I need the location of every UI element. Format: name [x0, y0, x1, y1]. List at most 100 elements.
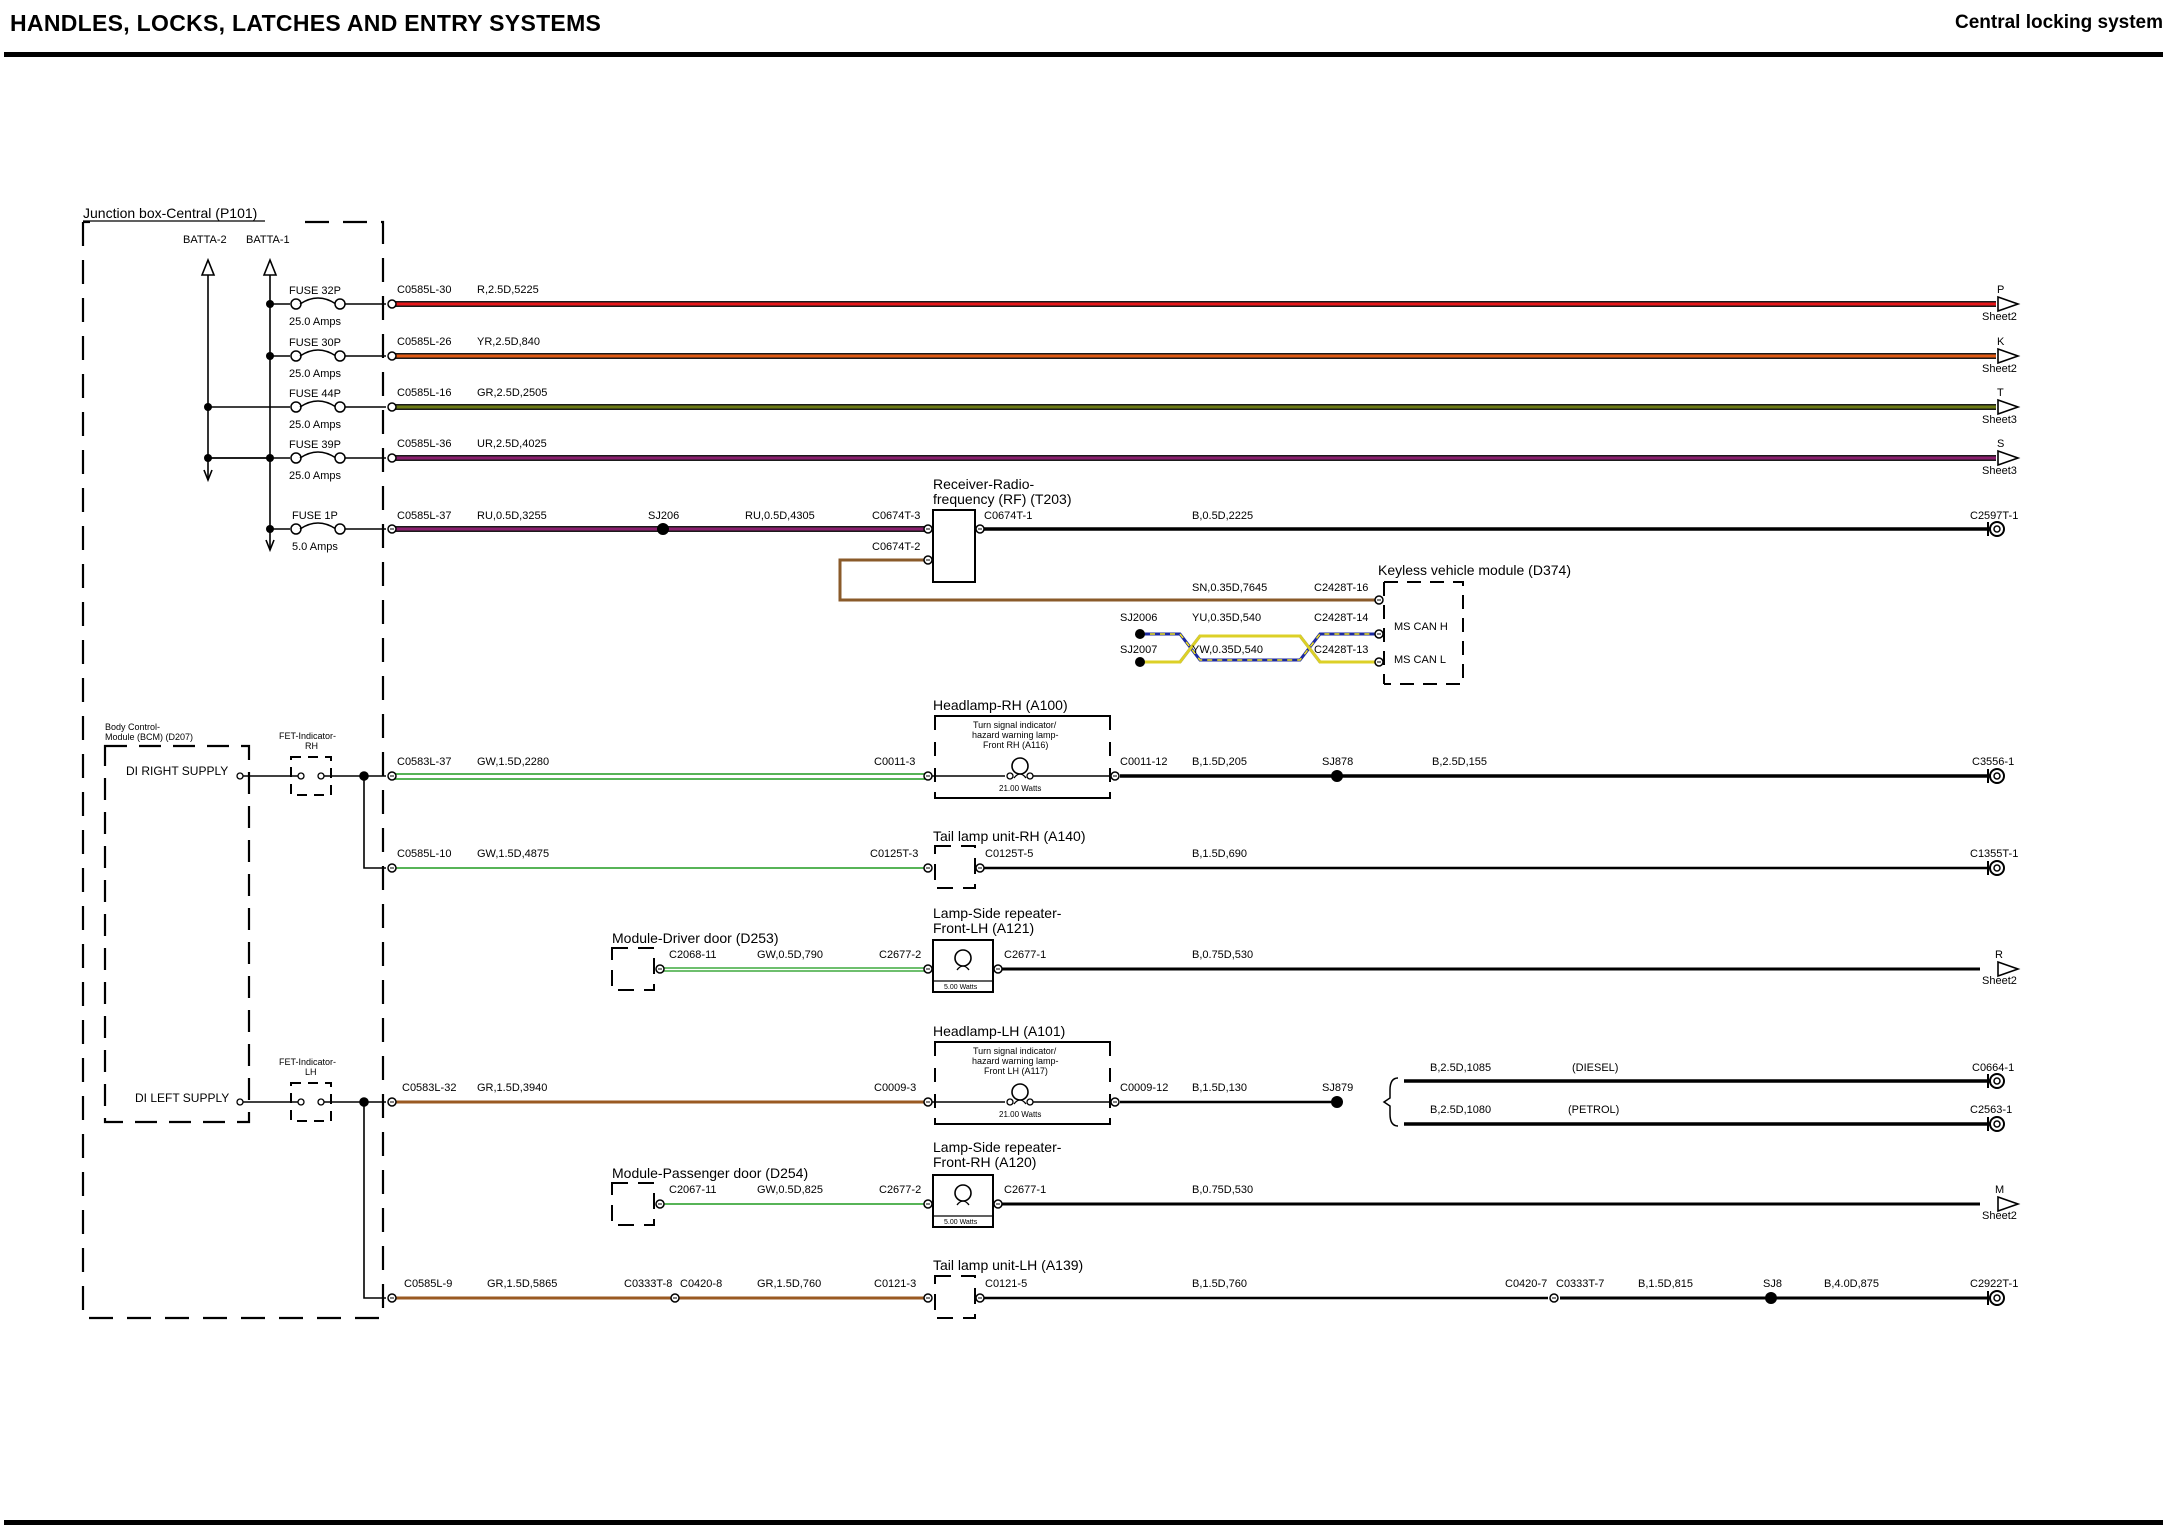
fuse-1p-rating: 5.0 Amps — [292, 541, 338, 553]
tail-lh-wire-3: B,1.5D,815 — [1638, 1278, 1693, 1290]
driver-door-out-wire: B,0.75D,530 — [1192, 949, 1253, 961]
headlamp-lh-out-wire: B,1.5D,130 — [1192, 1082, 1247, 1094]
driver-door-lamp-1: Lamp-Side repeater- — [933, 905, 1062, 921]
headlamp-rh-ground: C3556-1 — [1972, 756, 2014, 768]
passenger-door-out-wire: B,0.75D,530 — [1192, 1184, 1253, 1196]
headlamp-lh-splice: SJ879 — [1322, 1082, 1353, 1094]
headlamp-lh-petrol-ground: C2563-1 — [1970, 1104, 2012, 1116]
rf-pin-1: C0674T-1 — [984, 510, 1032, 522]
bcm-label-1: Body Control- — [105, 722, 160, 732]
fuse-1p-label: FUSE 1P — [292, 510, 338, 522]
headlamp-rh-circuit — [392, 715, 1990, 799]
rf-ground-c2597t-1: C2597T-1 — [1970, 510, 2018, 522]
keyless-ms-can-l: MS CAN L — [1394, 654, 1446, 666]
tail-lh-pin-in: C0121-3 — [874, 1278, 916, 1290]
tail-lh-wire-4: B,4.0D,875 — [1824, 1278, 1879, 1290]
tail-rh-label: Tail lamp unit-RH (A140) — [933, 828, 1086, 844]
passenger-door-watts: 5.00 Watts — [944, 1219, 978, 1226]
passenger-door-wire: GW,0.5D,825 — [757, 1184, 823, 1196]
keyless-ms-can-h: MS CAN H — [1394, 621, 1448, 633]
feed-dest-0: P — [1997, 284, 2004, 296]
keyless-pin-13: C2428T-13 — [1314, 644, 1368, 656]
rf-pin-2: C0674T-2 — [872, 541, 920, 553]
bcm-outline — [103, 744, 251, 1124]
feed-wire-label-1: YR,2.5D,840 — [477, 336, 540, 348]
fet-lh-label-2: LH — [305, 1067, 317, 1077]
headlamp-lh-pin-in: C0009-3 — [874, 1082, 916, 1094]
fuse-30p-label: FUSE 30P — [289, 337, 341, 349]
driver-door-pin-in: C2677-2 — [879, 949, 921, 961]
driver-door-module: Module-Driver door (D253) — [612, 930, 779, 946]
headlamp-rh-lamp-2: hazard warning lamp- — [972, 730, 1059, 740]
rf-receiver-label-2: frequency (RF) (T203) — [933, 491, 1071, 507]
tail-rh-in-connector: C0585L-10 — [397, 848, 451, 860]
passenger-door-module: Module-Passenger door (D254) — [612, 1165, 808, 1181]
tail-lh-circuit — [392, 1275, 1990, 1319]
supply-batta-2: BATTA-2 — [183, 234, 227, 246]
keyless-wire-14: YU,0.35D,540 — [1192, 612, 1261, 624]
rf-in-wire: RU,0.5D,3255 — [477, 510, 547, 522]
tail-rh-out-wire: B,1.5D,690 — [1192, 848, 1247, 860]
headlamp-rh-pin-in: C0011-3 — [874, 756, 915, 768]
tail-lh-out-wire: B,1.5D,760 — [1192, 1278, 1247, 1290]
fuse-32p-label: FUSE 32P — [289, 285, 341, 297]
rf-receiver-circuit — [392, 509, 1990, 602]
keyless-pin-14: C2428T-14 — [1314, 612, 1368, 624]
page-title: HANDLES, LOCKS, LATCHES AND ENTRY SYSTEM… — [10, 10, 602, 36]
feed-connector-3: C0585L-36 — [397, 438, 451, 450]
headlamp-rh-watts: 21.00 Watts — [999, 784, 1041, 793]
tail-lh-conn-a: C0333T-8 — [624, 1278, 672, 1290]
passenger-door-lamp-1: Lamp-Side repeater- — [933, 1139, 1062, 1155]
bcm-di-right-supply: DI RIGHT SUPPLY — [126, 764, 228, 778]
tail-lh-conn-c: C0420-7 — [1505, 1278, 1547, 1290]
fuse-30p-row — [266, 349, 386, 362]
tail-lh-label: Tail lamp unit-LH (A139) — [933, 1257, 1083, 1273]
fet-lh-label-1: FET-Indicator- — [279, 1057, 336, 1067]
tail-lh-pin-out: C0121-5 — [985, 1278, 1027, 1290]
headlamp-rh-out-wire-1: B,1.5D,205 — [1192, 756, 1247, 768]
tail-lh-conn-d: C0333T-7 — [1556, 1278, 1604, 1290]
passenger-door-pin-out: C2677-1 — [1004, 1184, 1046, 1196]
header-rule — [4, 52, 2163, 57]
feed-pin-1 — [387, 351, 397, 361]
indicator-branches — [359, 771, 386, 1299]
feed-wire-label-2: GR,2.5D,2505 — [477, 387, 547, 399]
headlamp-rh-label: Headlamp-RH (A100) — [933, 697, 1068, 713]
keyless-wire-16: SN,0.35D,7645 — [1192, 582, 1267, 594]
tail-lh-splice: SJ8 — [1763, 1278, 1782, 1290]
feed-arrow-0 — [1997, 295, 2021, 313]
driver-door-lamp-2: Front-LH (A121) — [933, 920, 1034, 936]
headlamp-lh-lamp-2: hazard warning lamp- — [972, 1056, 1059, 1066]
fuse-1p-row — [266, 522, 386, 535]
feed-sheet-1: Sheet2 — [1982, 363, 2017, 375]
feed-pin-2 — [387, 402, 397, 412]
junction-box-label: Junction box-Central (P101) — [83, 205, 257, 221]
tail-rh-in-wire: GW,1.5D,4875 — [477, 848, 549, 860]
driver-door-conn: C2068-11 — [669, 949, 717, 961]
feed-arrow-1 — [1997, 347, 2021, 365]
headlamp-rh-lamp-1: Turn signal indicator/ — [973, 720, 1057, 730]
feed-dest-2: T — [1997, 387, 2004, 399]
driver-door-sheet: Sheet2 — [1982, 975, 2017, 987]
driver-door-wire: GW,0.5D,790 — [757, 949, 823, 961]
passenger-door-sheet: Sheet2 — [1982, 1210, 2017, 1222]
fuse-39p-rating: 25.0 Amps — [289, 470, 341, 482]
feed-sheet-2: Sheet3 — [1982, 414, 2017, 426]
fuse-44p-label: FUSE 44P — [289, 388, 341, 400]
fuse-44p-row — [204, 400, 386, 413]
rf-receiver-label-1: Receiver-Radio- — [933, 476, 1034, 492]
fet-rh — [236, 756, 364, 796]
tail-rh-ground: C1355T-1 — [1970, 848, 2018, 860]
headlamp-lh-diesel-wire: B,2.5D,1085 — [1430, 1062, 1491, 1074]
feed-arrow-3 — [1997, 449, 2021, 467]
driver-door-dest: R — [1995, 949, 2003, 961]
fet-rh-label-2: RH — [305, 741, 318, 751]
passenger-door-circuit — [611, 1174, 1980, 1228]
feed-connector-2: C0585L-16 — [397, 387, 451, 399]
fet-rh-label-1: FET-Indicator- — [279, 731, 336, 741]
headlamp-lh-diesel-ground: C0664-1 — [1972, 1062, 2014, 1074]
headlamp-lh-watts: 21.00 Watts — [999, 1110, 1041, 1119]
tail-lh-in-wire: GR,1.5D,5865 — [487, 1278, 557, 1290]
rf-in-connector: C0585L-37 — [397, 510, 451, 522]
